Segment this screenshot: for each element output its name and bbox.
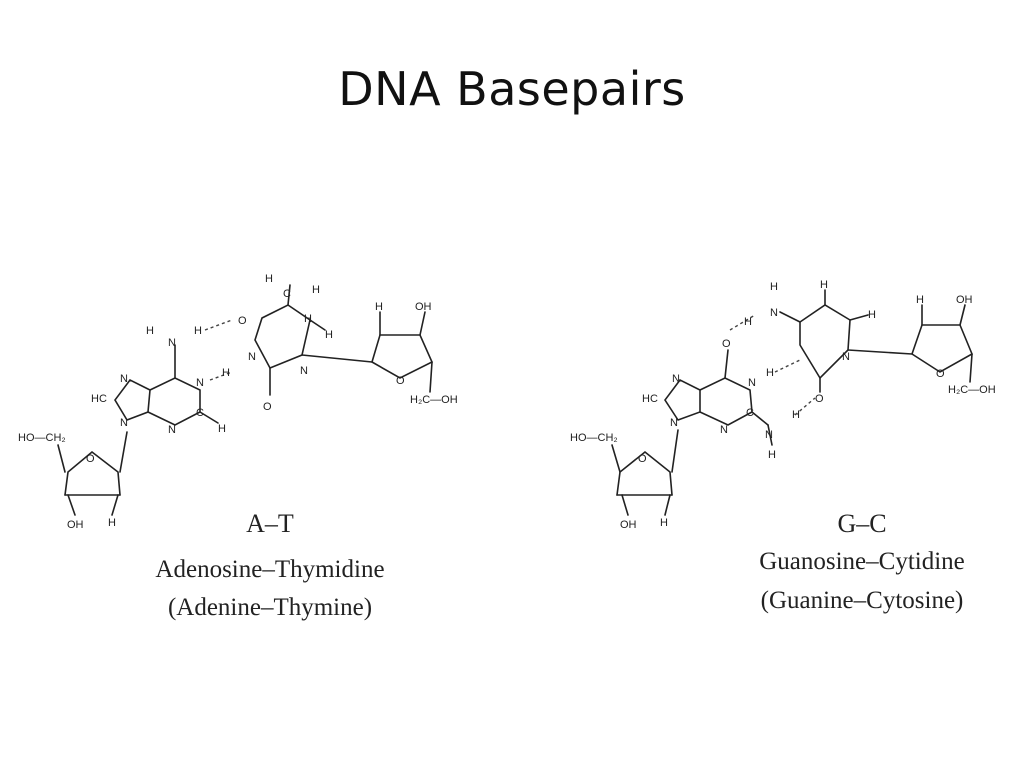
gc-n2-label: N bbox=[765, 429, 773, 441]
thymine-ring: O O N N H H C H H H bbox=[222, 273, 373, 413]
gc-hc-label: HC bbox=[642, 393, 658, 405]
gc-short-label: G–C bbox=[837, 509, 886, 538]
at-n1t-label: N bbox=[300, 365, 308, 377]
gc-right-sugar-ring: H OH O H₂C—OH bbox=[911, 294, 996, 396]
at-ch3-h1-label: H bbox=[265, 273, 273, 285]
gc-sugar-o-label: O bbox=[638, 453, 647, 465]
at-n7-label: N bbox=[120, 373, 128, 385]
at-ring-o-label: O bbox=[396, 375, 405, 387]
at-hbond-1 bbox=[204, 319, 233, 331]
gc-h-top-label: H bbox=[916, 294, 924, 306]
left-sugar-ring: HO—CH₂ OH H O bbox=[18, 431, 128, 531]
at-nh2-h1-label: H bbox=[146, 325, 154, 337]
at-oh-top-label: OH bbox=[415, 301, 432, 313]
gc-n1c-label: N bbox=[842, 351, 850, 363]
guanine-cytosine-structure: HO—CH₂ OH H O HC N N N N C O H N H H bbox=[570, 279, 996, 531]
gc-o6-label: O bbox=[722, 338, 731, 350]
slide-title: DNA Basepairs bbox=[338, 62, 686, 116]
at-ch3-c-label: C bbox=[283, 288, 291, 300]
gc-o2c-label: O bbox=[815, 393, 824, 405]
at-h-top-label: H bbox=[375, 301, 383, 313]
gc-nucleosides-label: Guanosine–Cytidine bbox=[759, 548, 965, 575]
at-ho-ch2-label: HO—CH₂ bbox=[18, 432, 66, 444]
at-h2-label: H bbox=[218, 423, 226, 435]
at-short-label: A–T bbox=[246, 509, 294, 538]
gc-left-sugar-ring: HO—CH₂ OH H O bbox=[570, 429, 679, 531]
gc-n9-label: N bbox=[670, 417, 678, 429]
gc-n3-label: N bbox=[720, 424, 728, 436]
at-n3t-label: N bbox=[248, 351, 256, 363]
cytosine-ring: N H H H H O N bbox=[744, 279, 913, 405]
gc-n4-label: N bbox=[770, 307, 778, 319]
at-h-n3-label: H bbox=[222, 367, 230, 379]
at-c2-label: C bbox=[196, 407, 204, 419]
guanine-rings: HC N N N N C O H N H H bbox=[642, 338, 800, 461]
gc-c2-label: C bbox=[746, 407, 754, 419]
at-n3-label: N bbox=[168, 424, 176, 436]
gc-h-n1-label: H bbox=[766, 367, 774, 379]
at-hc-label: HC bbox=[91, 393, 107, 405]
at-n9-label: N bbox=[120, 417, 128, 429]
at-nh2-n-label: N bbox=[168, 337, 176, 349]
gc-h2c-oh-label: H₂C—OH bbox=[948, 384, 996, 396]
gc-ring-o-label: O bbox=[936, 368, 945, 380]
at-h6-label: H bbox=[325, 329, 333, 341]
at-h-sugar-label: H bbox=[108, 517, 116, 529]
gc-h-n4a-label: H bbox=[770, 281, 778, 293]
right-sugar-ring: H OH O H₂C—OH bbox=[371, 301, 458, 406]
adenine-rings: HC N N N N C H N H H bbox=[91, 325, 226, 436]
gc-h-n2b-label: H bbox=[768, 449, 776, 461]
at-oh-label: OH bbox=[67, 519, 84, 531]
gc-oh-label: OH bbox=[620, 519, 637, 531]
gc-h6-label: H bbox=[868, 309, 876, 321]
at-sugar-o-label: O bbox=[86, 453, 95, 465]
at-o2-label: O bbox=[263, 401, 272, 413]
gc-hbond-2 bbox=[774, 359, 801, 373]
gc-h-sugar-label: H bbox=[660, 517, 668, 529]
gc-n7-label: N bbox=[672, 373, 680, 385]
gc-hbond-3 bbox=[794, 397, 816, 416]
at-ch3-h3-label: H bbox=[304, 313, 312, 325]
at-o4-label: O bbox=[238, 315, 247, 327]
at-h2c-oh-label: H₂C—OH bbox=[410, 394, 458, 406]
gc-hbond-1 bbox=[729, 314, 756, 331]
gc-ho-ch2-label: HO—CH₂ bbox=[570, 432, 618, 444]
gc-oh-top-label: OH bbox=[956, 294, 973, 306]
at-bases-label: (Adenine–Thymine) bbox=[168, 594, 372, 621]
at-n1-label: N bbox=[196, 377, 204, 389]
gc-n1-label: N bbox=[748, 377, 756, 389]
at-hbond-2 bbox=[209, 371, 233, 381]
at-nucleosides-label: Adenosine–Thymidine bbox=[155, 556, 384, 583]
at-ch3-h2-label: H bbox=[312, 284, 320, 296]
adenine-thymine-structure: HO—CH₂ OH H O HC N N N N C H N H H bbox=[18, 273, 458, 531]
gc-h5-label: H bbox=[820, 279, 828, 291]
gc-h-n4b-label: H bbox=[744, 316, 752, 328]
gc-bases-label: (Guanine–Cytosine) bbox=[761, 587, 964, 614]
at-nh2-h2-label: H bbox=[194, 325, 202, 337]
